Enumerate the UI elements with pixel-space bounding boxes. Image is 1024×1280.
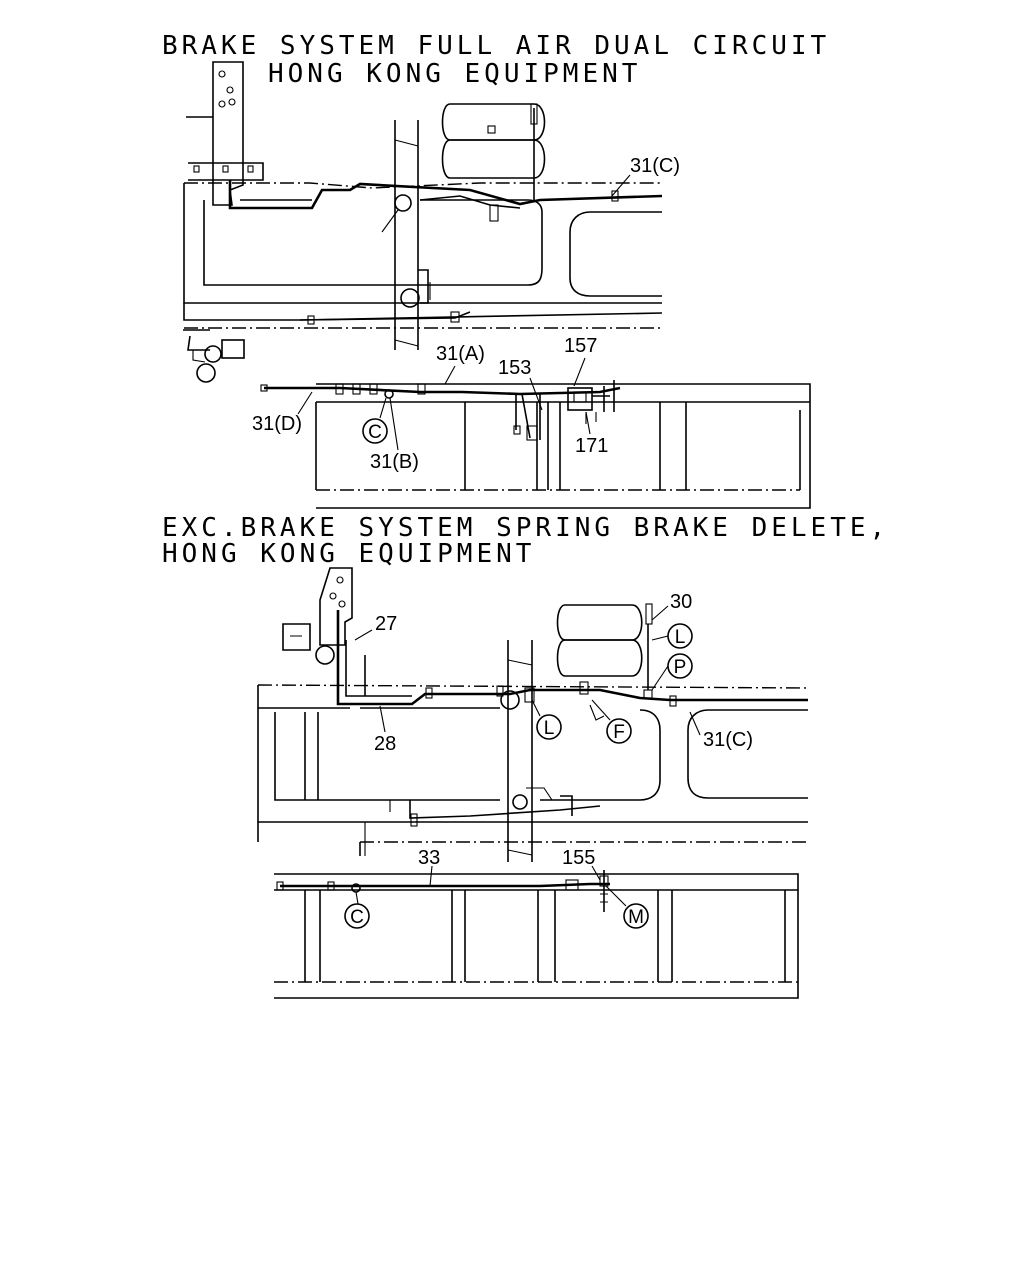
label-27: 27: [375, 613, 397, 635]
air-tank-bottom-upper: [556, 604, 643, 641]
top-title-line1: BRAKE SYSTEM FULL AIR DUAL CIRCUIT: [162, 31, 831, 61]
bracket-bottom: [319, 567, 353, 646]
bottom-perspective-view: [257, 567, 809, 862]
callout-f-text: F: [613, 722, 625, 743]
label-31-a: 31(A): [436, 343, 485, 365]
callout-p: [667, 653, 693, 679]
pipe-main-upper: [228, 180, 663, 210]
label-157: 157: [564, 335, 597, 357]
callout-p-text: P: [674, 657, 687, 678]
top-plan-frame: [316, 383, 811, 509]
bottom-title-line1: EXC.BRAKE SYSTEM SPRING BRAKE DELETE,: [162, 513, 890, 543]
pipe-28: [336, 610, 808, 706]
label-171: 171: [575, 435, 608, 457]
air-tank-upper: [441, 103, 546, 141]
brake-chamber: [400, 288, 420, 308]
relay-valve: [489, 204, 499, 222]
label-28: 28: [374, 733, 396, 755]
label-31-c-bottom: 31(C): [703, 729, 753, 751]
callout-l-upper: [667, 623, 693, 649]
pipe-31-a: [264, 386, 621, 396]
label-31-c-top: 31(C): [630, 155, 680, 177]
label-31-b: 31(B): [370, 451, 419, 473]
callout-l-lower-text: L: [544, 718, 555, 739]
label-33: 33: [418, 847, 440, 869]
callout-c-top-text: C: [368, 422, 382, 443]
callout-c-bottom: [344, 903, 370, 929]
label-155: 155: [562, 847, 595, 869]
cross-member: [394, 120, 419, 350]
callout-m-text: M: [628, 907, 644, 928]
bottom-plan-view: [274, 870, 799, 999]
cross-member-bottom: [507, 640, 533, 862]
callout-c-bottom-text: C: [350, 907, 364, 928]
label-153: 153: [498, 357, 531, 379]
bottom-title-line2: HONG KONG EQUIPMENT: [162, 539, 536, 569]
callout-f: [606, 718, 632, 744]
top-plan-view: [260, 380, 811, 509]
valve-block-157: [567, 387, 593, 411]
callout-l-upper-text: L: [675, 627, 686, 648]
callout-l-lower: [536, 714, 562, 740]
pipe-33: [280, 882, 610, 888]
top-perspective-view: [183, 61, 663, 383]
label-31-d: 31(D): [252, 413, 302, 435]
air-tank-bottom-lower: [556, 639, 643, 677]
callout-m: [623, 903, 649, 929]
callout-c-top: [362, 418, 388, 444]
top-title-line2: HONG KONG EQUIPMENT: [268, 59, 642, 89]
label-30: 30: [670, 591, 692, 613]
compressor-group: [183, 329, 210, 351]
air-tank-lower: [441, 139, 546, 179]
